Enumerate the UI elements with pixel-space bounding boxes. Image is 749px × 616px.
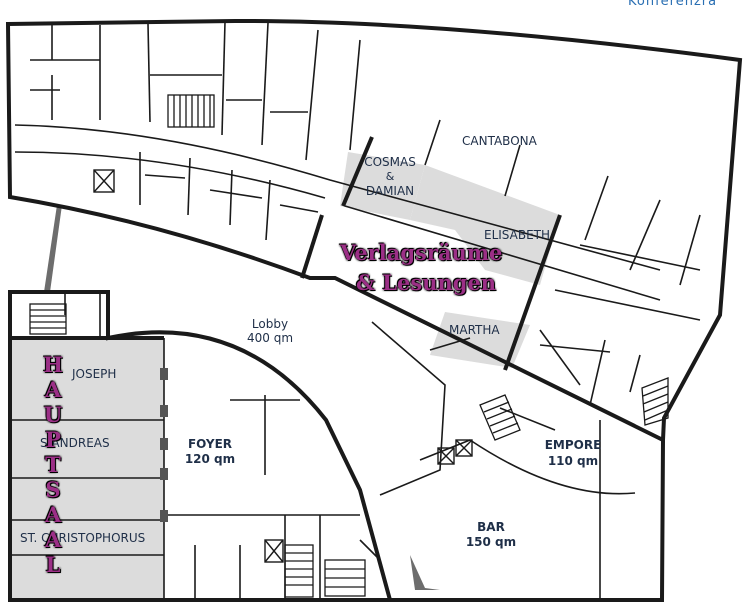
shaded-rooms [12,152,560,600]
header-text: Konferenzrä [628,0,718,9]
room-label-andreas: S ANDREAS [40,436,110,450]
room-label-cosmas-amp: & [385,170,395,183]
martha-room-fill [430,312,530,368]
room-size-lobby: 400 qm [246,331,294,345]
overlay-lesungen: & Lesungen [356,270,497,295]
interior-walls [12,21,701,600]
door-markers [160,368,168,522]
stairs [29,94,669,598]
room-label-christophorus: ST. CHRISTOPHORUS [20,531,146,545]
room-label-bar: BAR [477,520,505,534]
wing-divider-a [341,136,374,207]
wall-wedge-bottom [410,555,440,590]
stair-lobby [479,394,521,441]
room-label-lobby: Lobby [251,317,289,331]
room-size-bar: 150 qm [465,535,517,549]
stair-north-wing [167,94,215,128]
room-label-foyer: FOYER [187,437,233,451]
wing-divider-b [300,214,324,279]
overlay-hauptsaal: H A U P T S A A L [43,352,63,577]
room-label-martha: MARTHA [449,323,500,337]
room-label-empore: EMPORE [544,438,602,452]
stair-hauptsaal [29,303,67,335]
wall-wedge-left [44,205,62,292]
room-label-cosmas: COSMAS [364,155,416,169]
room-label-cantabona: CANTABONA [462,134,537,148]
main-building-outline [8,290,393,602]
elevators [93,169,473,563]
stair-south [284,544,366,598]
hauptsaal-room-fill [12,338,164,600]
room-size-foyer: 120 qm [184,452,236,466]
outer-walls [5,18,743,602]
cosmas-room-fill [340,152,425,220]
elisabeth-room-fill [410,165,560,285]
room-label-damian: DAMIAN [365,184,415,198]
room-label-elisabeth: ELISABETH [484,228,551,242]
room-size-empore: 110 qm [547,454,599,468]
overlay-verlagsraeume: Verlagsräume [340,240,503,265]
south-east-outline [390,439,665,602]
north-wing-outline [5,18,743,444]
room-label-joseph: JOSEPH [72,367,117,381]
stair-east [641,377,669,426]
